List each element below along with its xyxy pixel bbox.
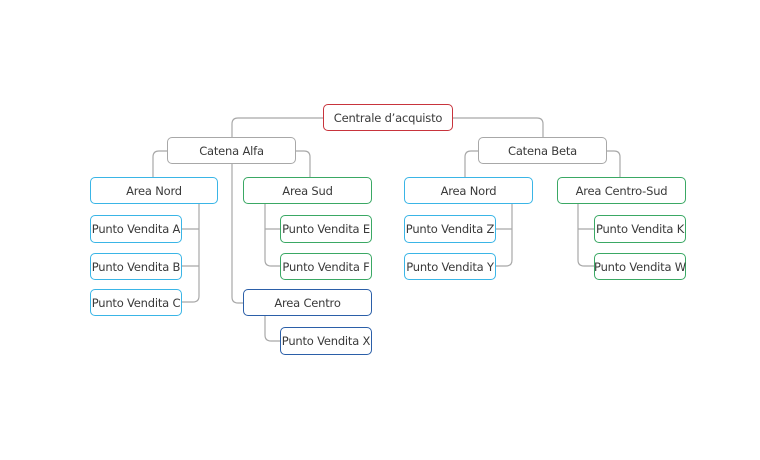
connector-alfa-sud [296, 150, 311, 177]
node-punto-vendita-y[interactable]: Punto Vendita Y [404, 253, 496, 280]
node-punto-vendita-e[interactable]: Punto Vendita E [280, 215, 372, 243]
connector-alfa-nord [152, 150, 167, 177]
node-centrale-acquisto[interactable]: Centrale d’acquisto [323, 104, 453, 131]
node-punto-vendita-k[interactable]: Punto Vendita K [594, 215, 686, 243]
node-catena-alfa[interactable]: Catena Alfa [167, 137, 296, 164]
connector-beta-centrosud [607, 150, 621, 177]
connector-alfa-centro [231, 164, 243, 304]
connector-beta-centrosud-stores [577, 204, 594, 267]
node-punto-vendita-w[interactable]: Punto Vendita W [594, 253, 686, 280]
node-catena-beta[interactable]: Catena Beta [478, 137, 607, 164]
node-punto-vendita-x[interactable]: Punto Vendita X [280, 327, 372, 355]
connector-alfa-nord-stores [182, 204, 200, 303]
connector-alfa-centro-stores [264, 316, 280, 342]
connector-root-alfa [231, 117, 323, 137]
connector-beta-nord [464, 150, 478, 177]
node-punto-vendita-f[interactable]: Punto Vendita F [280, 253, 372, 280]
node-punto-vendita-c[interactable]: Punto Vendita C [90, 289, 182, 316]
node-beta-area-centro-sud[interactable]: Area Centro-Sud [557, 177, 686, 204]
node-punto-vendita-z[interactable]: Punto Vendita Z [404, 215, 496, 243]
node-punto-vendita-b[interactable]: Punto Vendita B [90, 253, 182, 280]
node-punto-vendita-a[interactable]: Punto Vendita A [90, 215, 182, 243]
connector-alfa-sud-stores [264, 204, 280, 267]
node-alfa-area-nord[interactable]: Area Nord [90, 177, 218, 204]
node-alfa-area-sud[interactable]: Area Sud [243, 177, 372, 204]
connector-beta-nord-stores [496, 204, 513, 267]
node-alfa-area-centro[interactable]: Area Centro [243, 289, 372, 316]
node-beta-area-nord[interactable]: Area Nord [404, 177, 533, 204]
connector-root-beta [453, 117, 544, 137]
